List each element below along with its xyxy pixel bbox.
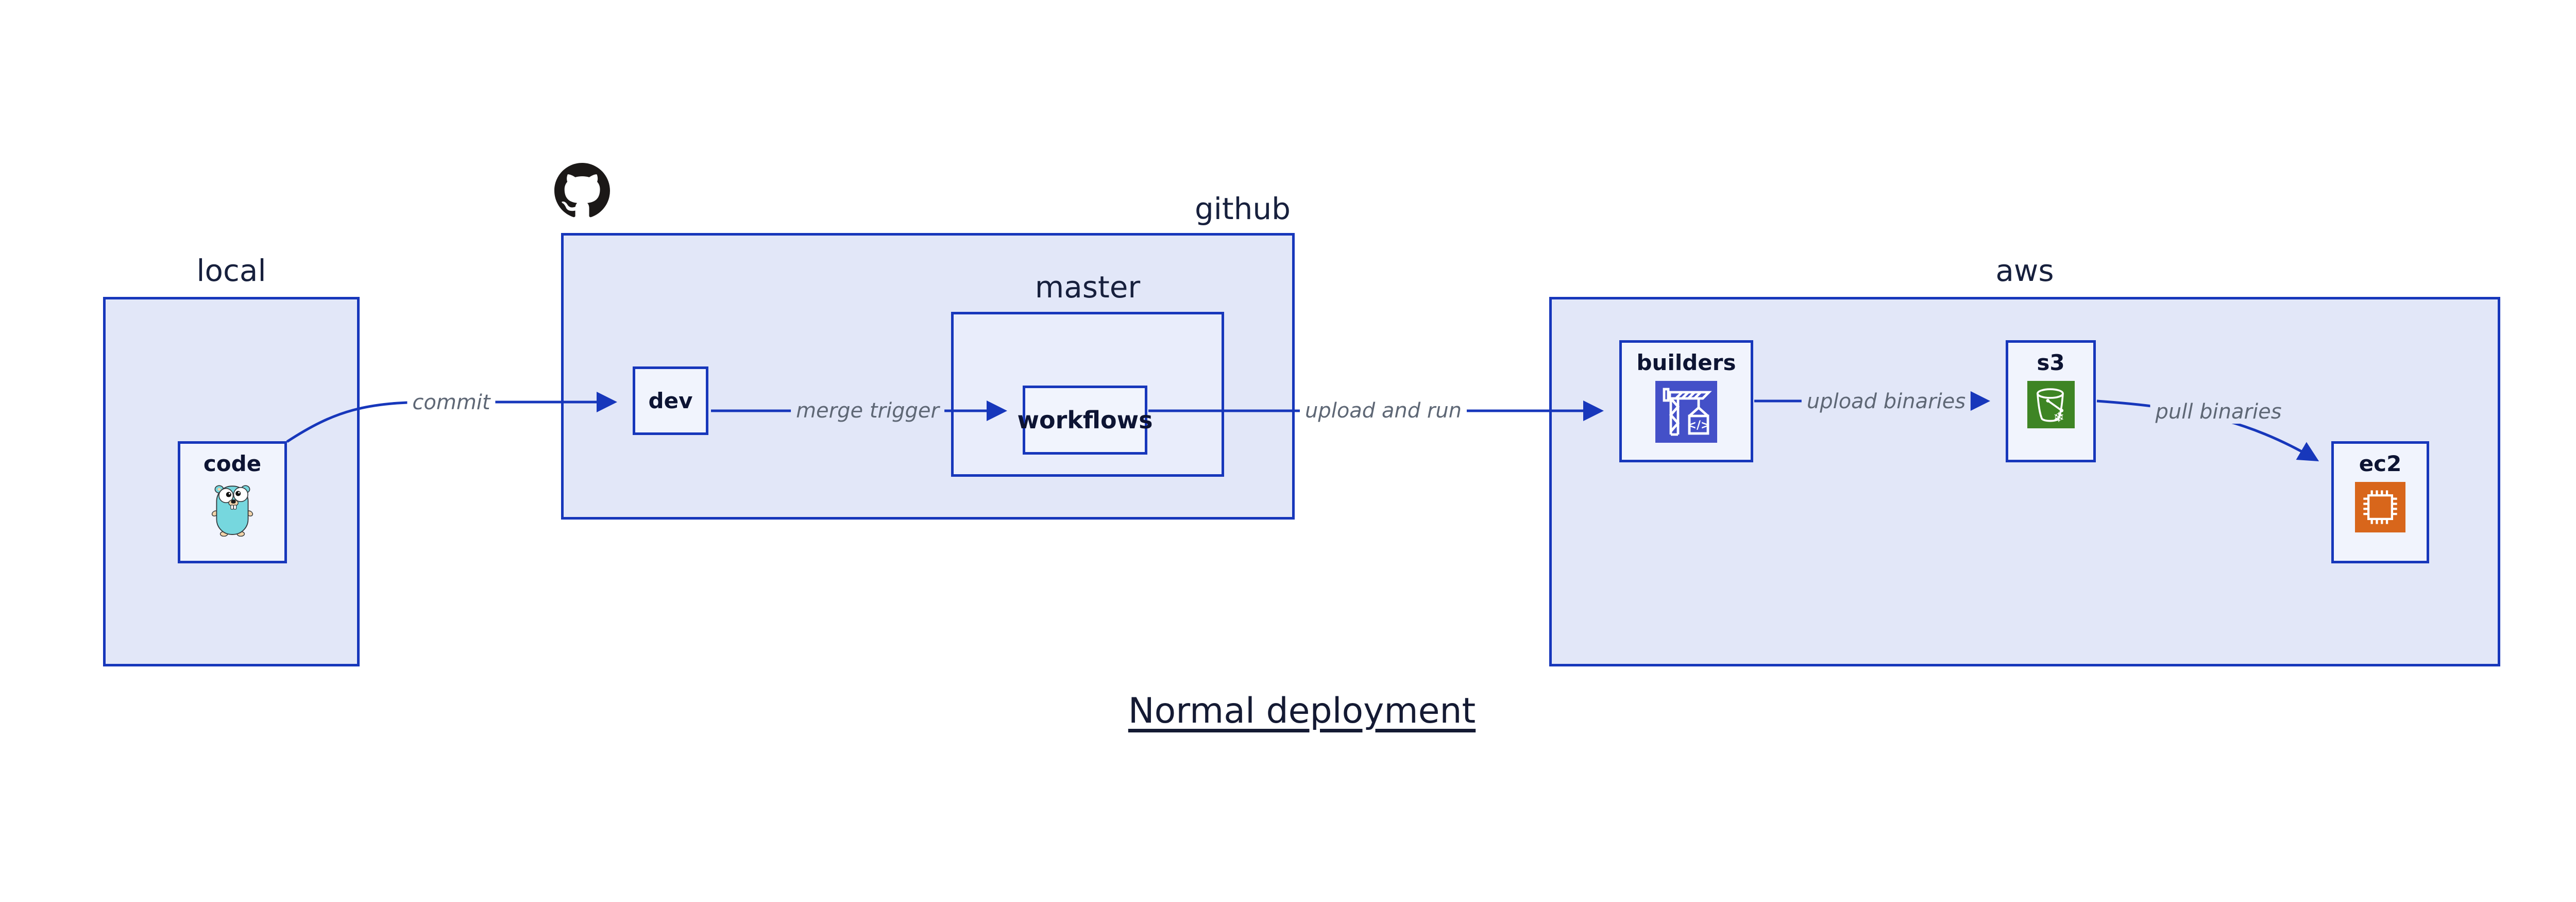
crane-code-glyph: </>: [1687, 419, 1710, 432]
ec2-node: ec2: [2331, 441, 2429, 563]
octocat-icon: [554, 163, 610, 218]
local-title: local: [196, 253, 266, 288]
diagram-title: Normal deployment: [0, 691, 2576, 731]
ec2-node-label: ec2: [2359, 451, 2402, 476]
dev-node: dev: [633, 366, 708, 435]
dev-node-label: dev: [648, 388, 693, 413]
github-title: github: [1194, 191, 1291, 226]
builders-node-label: builders: [1636, 350, 1736, 375]
edge-label-upload-binaries: upload binaries: [1801, 390, 1971, 413]
builders-node: builders </>: [1619, 340, 1753, 462]
ec2-chip-icon: [2355, 482, 2405, 532]
edge-label-upload-and-run: upload and run: [1299, 399, 1467, 423]
s3-node: s3 ❄: [2006, 340, 2096, 462]
edge-label-merge-trigger: merge trigger: [791, 399, 944, 423]
code-node: code: [178, 441, 287, 563]
go-gopher-icon: [211, 485, 253, 537]
code-node-label: code: [203, 451, 262, 476]
aws-title: aws: [1995, 253, 2054, 288]
workflows-node-label: workflows: [1017, 406, 1153, 434]
edge-label-commit: commit: [407, 391, 496, 414]
diagram-title-text: Normal deployment: [1128, 691, 1476, 731]
master-title: master: [1035, 270, 1141, 305]
edge-label-pull-binaries: pull binaries: [2150, 400, 2287, 424]
s3-node-label: s3: [2037, 350, 2065, 375]
crane-icon: </>: [1655, 381, 1717, 443]
snowflake-glyph: ❄: [2053, 410, 2064, 426]
workflows-node: workflows: [1018, 386, 1153, 455]
s3-bucket-icon: ❄: [2027, 381, 2075, 428]
